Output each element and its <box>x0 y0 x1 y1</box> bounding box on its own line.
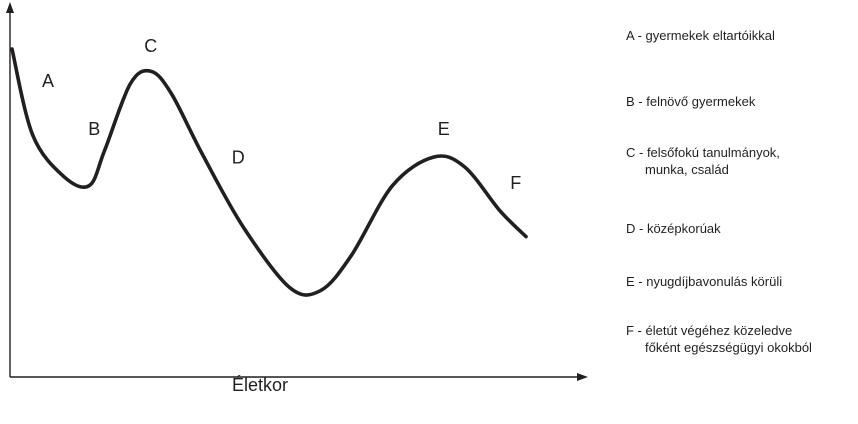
legend-item-text-continued: munka, család <box>645 162 729 177</box>
chart-series <box>10 47 528 297</box>
legend-item-text: F - életút végéhez közeledve <box>626 323 793 338</box>
legend-item-e: E - nyugdíjbavonulás körüli <box>626 273 782 290</box>
point-label-b: B <box>88 119 100 139</box>
point-label-c: C <box>144 36 157 56</box>
y-axis-arrowhead <box>6 2 14 13</box>
legend-item-text-continued: főként egészségügyi okokból <box>645 340 812 355</box>
point-label-e: E <box>438 119 450 139</box>
legend: A - gyermekek eltartóikkal B - felnövő g… <box>626 0 858 424</box>
life-course-chart: A B C D E F Életkor <box>6 2 588 395</box>
chart-axes <box>6 2 588 381</box>
legend-item-text: D - középkorúak <box>626 221 721 236</box>
legend-item-text: C - felsőfokú tanulmányok, <box>626 145 780 160</box>
legend-item-text: A - gyermekek eltartóikkal <box>626 28 775 43</box>
legend-item-d: D - középkorúak <box>626 220 721 237</box>
point-label-a: A <box>42 71 54 91</box>
x-axis-arrowhead <box>577 373 588 381</box>
point-label-f: F <box>510 173 521 193</box>
x-axis-label: Életkor <box>232 375 288 395</box>
legend-item-text: E - nyugdíjbavonulás körüli <box>626 274 783 289</box>
chart-point-labels: A B C D E F <box>42 36 521 193</box>
life-curve-line <box>10 47 528 297</box>
legend-item-b: B - felnövő gyermekek <box>626 93 755 110</box>
legend-item-c: C - felsőfokú tanulmányok, munka, család <box>626 144 780 178</box>
point-label-d: D <box>232 148 245 168</box>
legend-item-a: A - gyermekek eltartóikkal <box>626 27 775 44</box>
legend-item-f: F - életút végéhez közeledve főként egés… <box>626 322 812 356</box>
legend-item-text: B - felnövő gyermekek <box>626 94 756 109</box>
